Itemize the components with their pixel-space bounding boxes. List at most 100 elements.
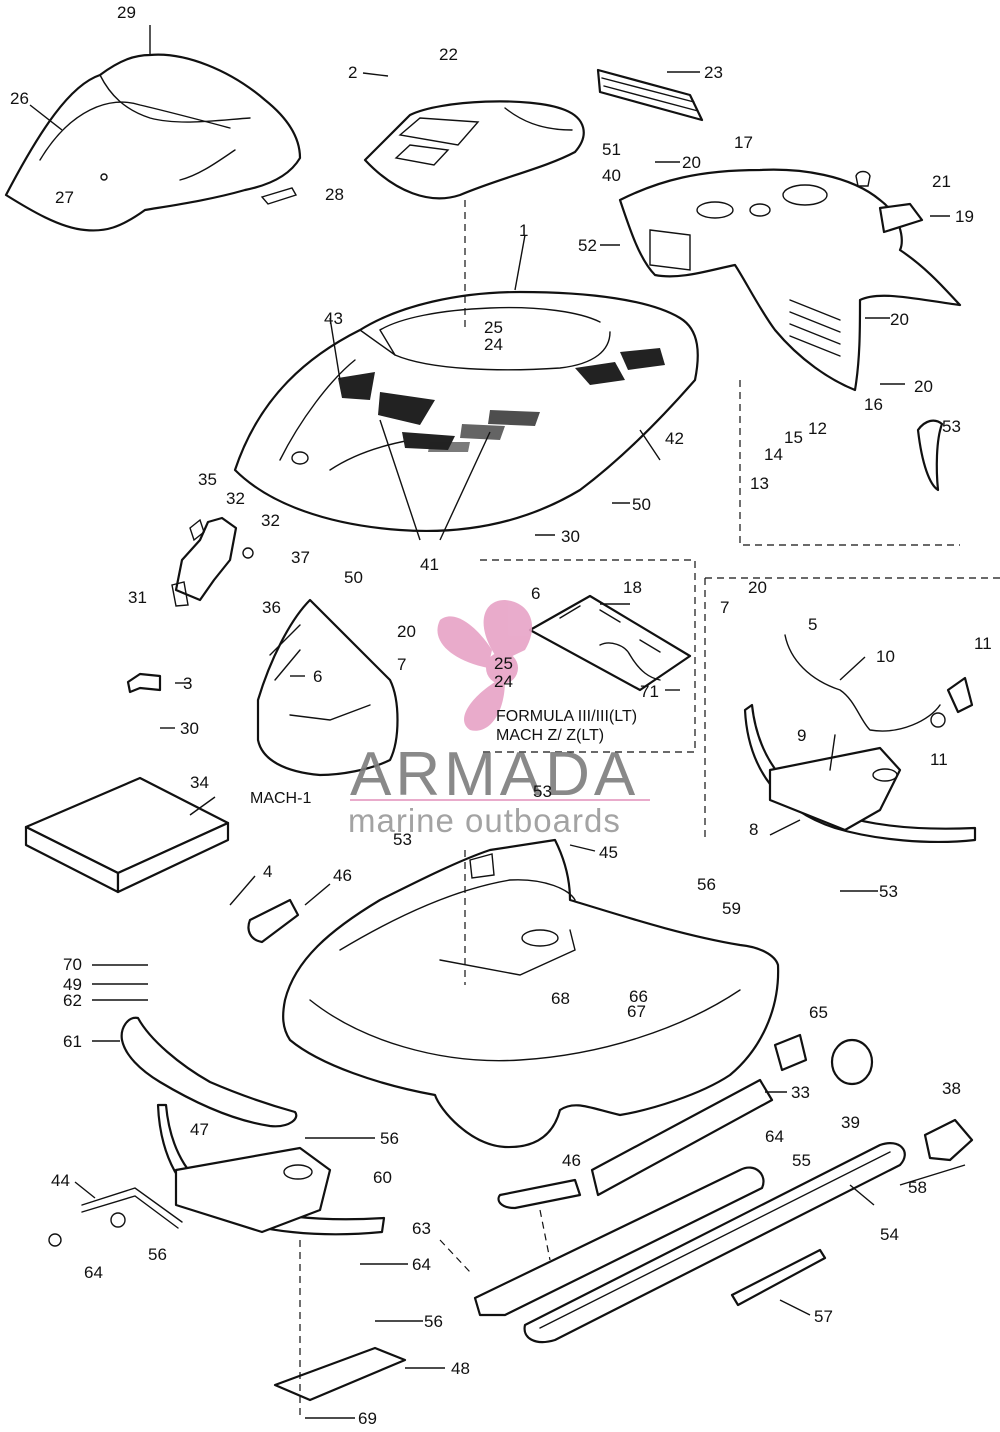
watermark: ARMADA marine outboards xyxy=(348,600,650,839)
callout-label: 42 xyxy=(665,429,684,448)
callout-label: 55 xyxy=(792,1151,811,1170)
callout-label: 14 xyxy=(764,445,783,464)
front-bumper-right-part xyxy=(743,634,977,844)
caption-formula-line1: FORMULA III/III(LT) xyxy=(496,708,637,725)
callout-label: 45 xyxy=(599,843,618,862)
callout-label: 53 xyxy=(393,830,412,849)
callout-label: 16 xyxy=(864,395,883,414)
callout-label: 34 xyxy=(190,773,209,792)
callout-label: 20 xyxy=(682,153,701,172)
callout-label: 26 xyxy=(10,89,29,108)
callout-label: 69 xyxy=(358,1409,377,1428)
callout-label: 36 xyxy=(262,598,281,617)
console-bracket-part xyxy=(618,168,962,392)
callout-label: 63 xyxy=(412,1219,431,1238)
callout-label: 50 xyxy=(344,568,363,587)
callout-label: 56 xyxy=(380,1129,399,1148)
skid-plate-part xyxy=(273,1346,407,1402)
callout-label: 22 xyxy=(439,45,458,64)
arm-61-part xyxy=(120,1016,298,1128)
callout-label: 64 xyxy=(84,1263,103,1282)
callout-label: 56 xyxy=(148,1245,167,1264)
callout-label: 39 xyxy=(841,1113,860,1132)
callout-label: 54 xyxy=(880,1225,899,1244)
callout-label: 35 xyxy=(198,470,217,489)
callout-label: 43 xyxy=(324,309,343,328)
callout-label: 23 xyxy=(704,63,723,82)
callout-label: 56 xyxy=(424,1312,443,1331)
callout-label: 2 xyxy=(348,63,357,82)
windshield-part xyxy=(4,53,302,232)
pad-part xyxy=(596,68,704,122)
callout-label: 30 xyxy=(180,719,199,738)
callout-label: 11 xyxy=(974,634,992,653)
callout-label: 32 xyxy=(261,511,280,530)
callout-label: 70 xyxy=(63,955,82,974)
clip-46-lower-part xyxy=(497,1178,582,1210)
callout-label: 31 xyxy=(128,588,147,607)
callout-label: 7 xyxy=(720,598,729,617)
callout-label: 18 xyxy=(623,578,642,597)
callout-label: 8 xyxy=(749,820,758,839)
callout-label: 9 xyxy=(797,726,806,745)
deflector-part xyxy=(916,419,944,492)
callout-label: 53 xyxy=(533,782,552,801)
hinge-38-part xyxy=(923,1118,974,1162)
watermark-brand: ARMADA xyxy=(350,740,639,809)
callout-label: 62 xyxy=(63,991,82,1010)
callout-label: 38 xyxy=(942,1079,961,1098)
cap-39-part xyxy=(830,1038,874,1086)
callout-label: 37 xyxy=(291,548,310,567)
callout-label: 41 xyxy=(420,555,439,574)
callout-label: 49 xyxy=(63,975,82,994)
rail-55-part xyxy=(473,1166,765,1317)
foam-pad-part xyxy=(24,776,230,894)
mounting-strip-part xyxy=(590,1078,774,1197)
callout-label: 25 xyxy=(494,654,513,673)
callout-label: 29 xyxy=(117,3,136,22)
callout-label: 60 xyxy=(373,1168,392,1187)
front-bumper-left-part xyxy=(156,1103,386,1236)
strip-57-part xyxy=(730,1248,827,1307)
callout-label: 64 xyxy=(765,1127,784,1146)
callout-label: 28 xyxy=(325,185,344,204)
watermark-tagline: marine outboards xyxy=(348,802,621,839)
top-cover-part xyxy=(363,100,585,200)
callout-label: 33 xyxy=(791,1083,810,1102)
callout-label: 4 xyxy=(263,862,272,881)
callout-label: 24 xyxy=(494,672,513,691)
callout-label: 71 xyxy=(640,682,659,701)
callout-label: 27 xyxy=(55,188,74,207)
callout-label: 19 xyxy=(955,207,974,226)
callout-label: 13 xyxy=(750,474,769,493)
callout-label: 12 xyxy=(808,419,827,438)
callout-label: 65 xyxy=(809,1003,828,1022)
callout-label: 68 xyxy=(551,989,570,1008)
callout-label: 1 xyxy=(519,221,528,240)
clip-46-part xyxy=(247,898,300,944)
callout-label: 5 xyxy=(808,615,817,634)
clip-3-part xyxy=(126,672,162,694)
callout-label: 46 xyxy=(562,1151,581,1170)
rod-44-part xyxy=(48,1187,183,1247)
latch-bracket-part xyxy=(171,516,254,607)
callout-label: 20 xyxy=(914,377,933,396)
callout-label: 53 xyxy=(942,417,961,436)
callout-label: 52 xyxy=(578,236,597,255)
callout-label: 64 xyxy=(412,1255,431,1274)
bracket-19-part xyxy=(855,170,924,234)
propeller-logo-icon xyxy=(437,600,533,731)
callout-label: 17 xyxy=(734,133,753,152)
caption-formula-line2: MACH Z/ Z(LT) xyxy=(496,727,604,744)
callout-label: 44 xyxy=(51,1171,70,1190)
callout-label: 57 xyxy=(814,1307,833,1326)
callout-label: 15 xyxy=(784,428,803,447)
formula-plate-part xyxy=(528,594,692,692)
callout-label: 53 xyxy=(879,882,898,901)
hood-part xyxy=(233,290,699,533)
callout-leaders xyxy=(29,25,966,1419)
callout-label: 20 xyxy=(397,622,416,641)
callout-label: 7 xyxy=(397,655,406,674)
assembly-dashed-lines xyxy=(299,200,1000,1415)
